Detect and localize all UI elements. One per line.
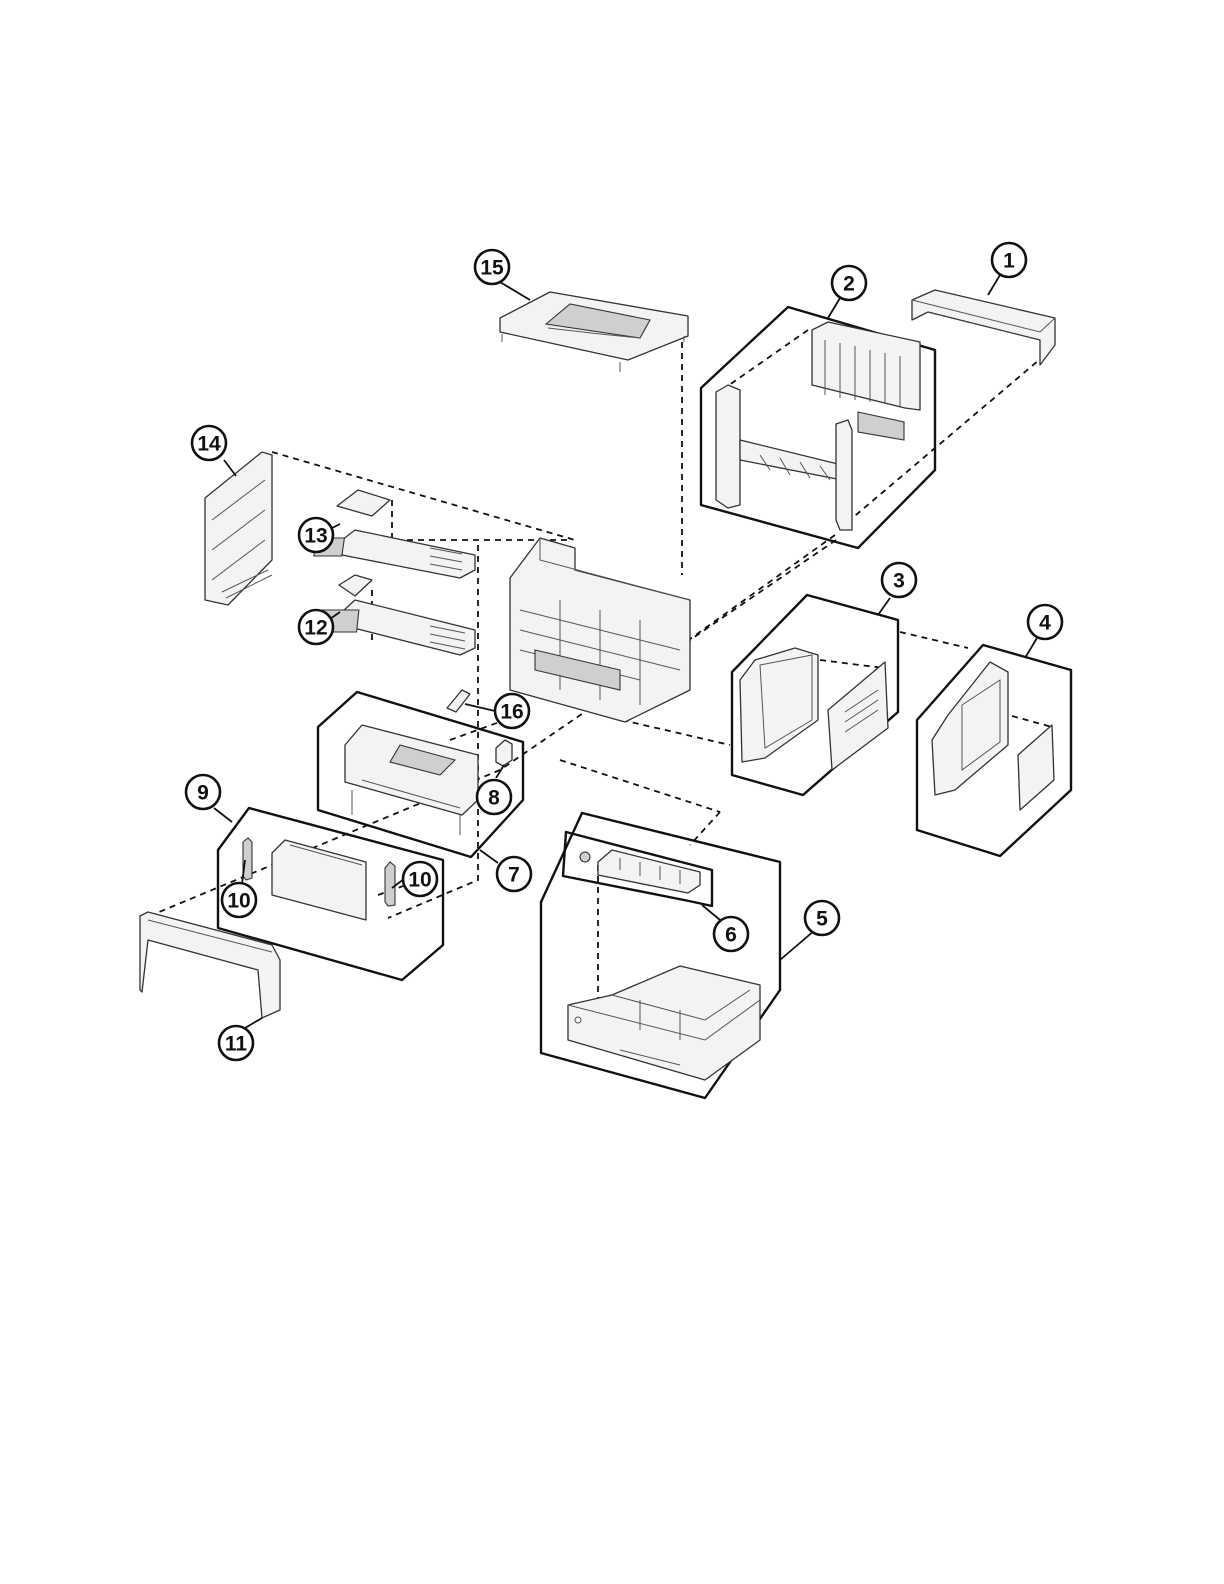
callout-11: 11	[219, 1026, 253, 1060]
top-rear-cover-part	[912, 290, 1055, 365]
callout-10-left: 10	[222, 883, 256, 917]
front-access-door-part	[243, 838, 395, 920]
svg-text:13: 13	[304, 525, 327, 548]
front-door-assembly-part	[345, 725, 478, 835]
callout-12: 12	[299, 610, 333, 644]
rear-door-part	[716, 322, 920, 530]
svg-text:12: 12	[304, 617, 327, 640]
callout-10-right: 10	[403, 862, 437, 896]
latch-part	[496, 740, 512, 766]
callout-13: 13	[299, 518, 333, 552]
printer-frame-part	[510, 538, 690, 722]
svg-text:10: 10	[408, 869, 431, 892]
front-cover-part	[140, 912, 280, 1018]
svg-text:6: 6	[725, 924, 737, 947]
top-cover-part	[500, 292, 688, 372]
tray-insert-part	[580, 850, 700, 893]
callout-1: 1	[992, 243, 1026, 277]
svg-text:10: 10	[227, 890, 250, 913]
sensor-flag-part	[447, 690, 470, 712]
left-side-cover-part	[205, 452, 272, 605]
operator-panel-b-part	[319, 575, 475, 655]
callout-5: 5	[805, 901, 839, 935]
callout-16: 16	[495, 694, 529, 728]
svg-text:15: 15	[480, 257, 504, 280]
callout-4: 4	[1028, 605, 1062, 639]
svg-text:9: 9	[197, 782, 209, 805]
svg-text:4: 4	[1039, 612, 1051, 635]
operator-panel-a-part	[314, 490, 475, 578]
callout-14: 14	[192, 426, 226, 460]
svg-text:7: 7	[508, 864, 520, 887]
paper-tray-part	[568, 966, 760, 1080]
callout-2: 2	[832, 266, 866, 300]
svg-text:2: 2	[843, 273, 855, 296]
callout-9: 9	[186, 775, 220, 809]
svg-text:5: 5	[816, 908, 828, 931]
svg-text:14: 14	[197, 433, 221, 456]
callout-15: 15	[475, 250, 509, 284]
svg-text:3: 3	[893, 570, 905, 593]
callout-3: 3	[882, 563, 916, 597]
svg-text:8: 8	[488, 787, 500, 810]
callout-8: 8	[477, 780, 511, 814]
svg-text:1: 1	[1003, 250, 1015, 273]
right-side-cover-b-part	[932, 662, 1054, 810]
callout-6: 6	[714, 917, 748, 951]
svg-text:16: 16	[500, 701, 523, 724]
svg-text:11: 11	[225, 1033, 248, 1056]
callout-7: 7	[497, 857, 531, 891]
